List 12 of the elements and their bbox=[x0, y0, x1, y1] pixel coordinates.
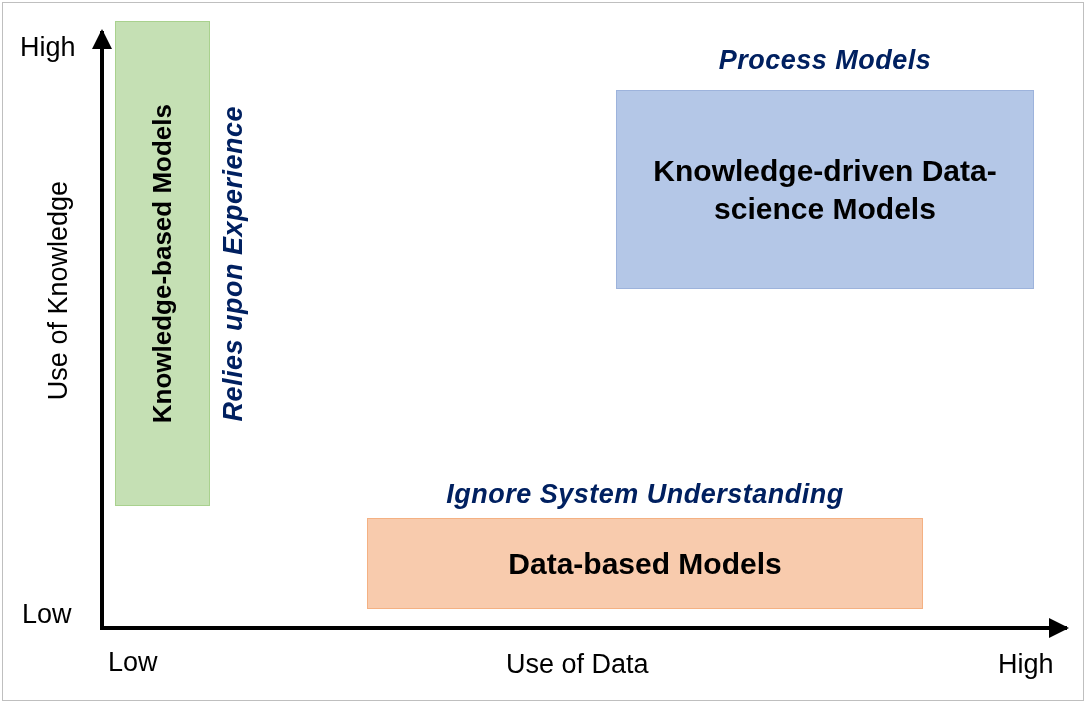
model-name: Data-based Models bbox=[508, 545, 782, 582]
axis-label: Use of Data bbox=[506, 649, 649, 680]
model-heading: Relies upon Experience bbox=[218, 105, 249, 422]
axis-label: Use of Knowledge bbox=[43, 181, 74, 401]
axis-label: Low bbox=[22, 599, 72, 630]
model-heading: Ignore System Understanding bbox=[446, 479, 844, 510]
model-name: Knowledge-based Models bbox=[146, 103, 179, 424]
axis-label: High bbox=[998, 649, 1054, 680]
model-name: Knowledge-driven Data-science Models bbox=[652, 153, 998, 227]
axis-label: High bbox=[20, 32, 76, 63]
axis-label: Low bbox=[108, 647, 158, 678]
model-heading: Process Models bbox=[718, 45, 932, 76]
